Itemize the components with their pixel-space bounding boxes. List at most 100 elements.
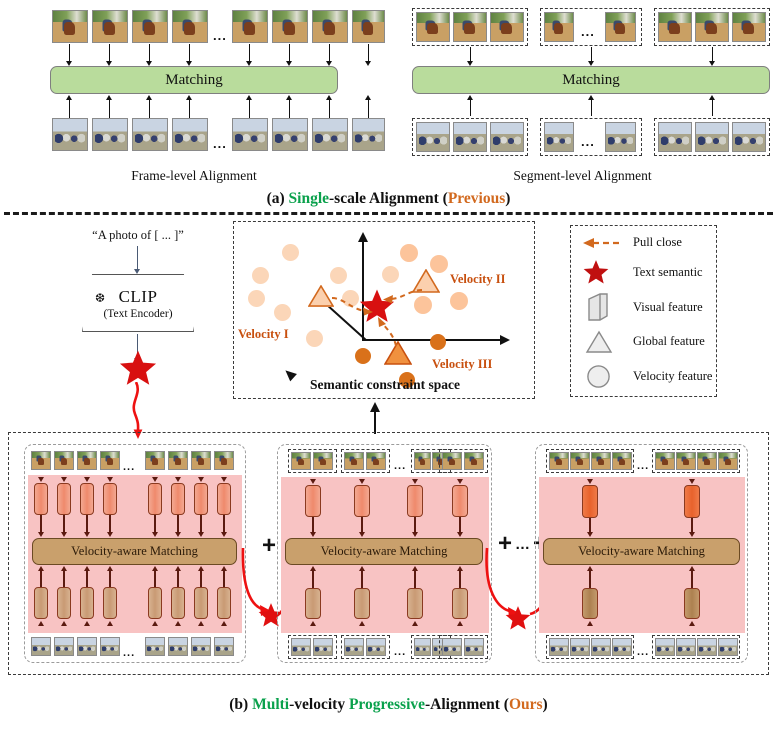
global-feature-triangle — [308, 285, 334, 307]
video-frame — [214, 451, 234, 470]
panel-b-caption-prefix: (b) — [229, 696, 253, 713]
panel-divider — [4, 212, 773, 215]
segment-box — [546, 449, 634, 473]
arrows-top-to-matching — [0, 0, 388, 205]
velocity-block-1: ... — [24, 444, 246, 663]
frame-ellipsis: ... — [637, 460, 650, 472]
segment-strip-top: ... — [388, 0, 777, 50]
video-frame — [291, 638, 311, 656]
global-feature-triangle-outline — [411, 268, 441, 293]
video-frame — [344, 452, 364, 470]
visual-feature-bar — [217, 587, 231, 619]
visual-feature-bar — [148, 587, 162, 619]
legend-label-global-feature: Global feature — [633, 334, 705, 348]
visual-feature-bar — [217, 483, 231, 515]
video-frame — [232, 118, 268, 151]
video-frame — [52, 10, 88, 43]
block1-frame-strip-bottom: ... — [25, 635, 247, 663]
panel-a-caption-prefix: (a) — [266, 190, 289, 207]
frame-ellipsis: ... — [394, 646, 407, 658]
velocity-feature-dot — [342, 290, 359, 307]
visual-feature-bar — [34, 483, 48, 515]
block2-bottom-features — [278, 445, 493, 664]
video-frame — [414, 638, 431, 656]
semantic-constraint-space: Velocity I Velocity II Velocity III Sema… — [233, 221, 535, 399]
blocks-to-space-arrow — [368, 402, 382, 434]
segment-box — [439, 449, 488, 473]
video-frame — [100, 637, 120, 656]
pull-close-icon — [583, 238, 621, 248]
segment-box — [654, 8, 770, 46]
frame-level-alignment-group: ... Matching — [0, 0, 388, 205]
blocks-container — [8, 432, 769, 675]
visual-feature-bar — [452, 485, 468, 517]
velocity-feature-dot — [414, 296, 432, 314]
frame-ellipsis: ... — [213, 136, 227, 151]
video-frame — [612, 638, 632, 656]
visual-feature-bar — [194, 587, 208, 619]
prompt-to-clip-arrow — [137, 246, 139, 271]
velocity-aware-matching-label: Velocity-aware Matching — [320, 544, 448, 558]
video-frame — [232, 10, 268, 43]
block1-frame-strip-top: ... — [25, 445, 247, 475]
block3-top-features — [536, 445, 749, 664]
segment-box — [341, 635, 390, 659]
segment-box — [546, 635, 634, 659]
panel-a-single-scale-alignment: ... Matching — [0, 0, 777, 207]
video-frame — [544, 12, 574, 42]
visual-feature-bar — [171, 483, 185, 515]
star-to-blocks-flow-arrow — [132, 382, 143, 439]
block3-segment-strip-bottom: ... — [536, 633, 749, 663]
velocity-feature-dot — [450, 292, 468, 310]
video-frame — [31, 637, 51, 656]
velocity-feature-dot — [430, 255, 448, 273]
block3-bottom-features — [536, 445, 749, 664]
star-icon — [583, 259, 609, 290]
video-frame — [442, 638, 462, 656]
video-frame — [416, 122, 450, 152]
video-frame — [695, 122, 729, 152]
video-frame — [31, 451, 51, 470]
frame-level-alignment-label: Frame-level Alignment — [131, 168, 257, 183]
velocity-block-2: ... Velocity-aw — [277, 444, 492, 663]
progressive-star-2 — [505, 605, 531, 631]
axis-vertical-arrowhead — [357, 232, 368, 242]
video-frame — [291, 452, 311, 470]
panel-b-caption-mid-1: -velocity — [289, 696, 349, 713]
segment-box — [341, 449, 390, 473]
matching-label: Matching — [165, 71, 223, 88]
frame-ellipsis: ... — [394, 460, 407, 472]
text-semantic-star-center — [359, 288, 395, 324]
clip-subtitle: (Text Encoder) — [103, 307, 173, 320]
video-frame — [52, 118, 88, 151]
video-frame — [695, 12, 729, 42]
segment-box: ... — [540, 118, 642, 156]
video-frame — [312, 118, 348, 151]
segment-box — [652, 635, 740, 659]
video-frame — [92, 118, 128, 151]
video-frame — [313, 452, 333, 470]
matching-label: Matching — [562, 71, 620, 88]
video-frame — [490, 122, 524, 152]
visual-feature-bar — [194, 483, 208, 515]
video-frame — [145, 451, 165, 470]
segment-box — [288, 635, 337, 659]
visual-feature-bar — [34, 587, 48, 619]
legend-label-visual-feature: Visual feature — [633, 300, 703, 314]
video-frame — [132, 10, 168, 43]
block2-segment-strip-bottom: ... — [278, 633, 493, 663]
panel-b-caption-mid-2: -Alignment ( — [425, 696, 509, 713]
video-frame — [416, 12, 450, 42]
video-frame — [655, 452, 675, 470]
video-frame — [214, 637, 234, 656]
visual-feature-bar — [171, 587, 185, 619]
panel-b-caption: (b) Multi-velocity Progressive-Alignment… — [0, 696, 777, 714]
clip-to-star-arrow — [137, 334, 139, 360]
segment-box: ... — [540, 8, 642, 46]
velocity-block-3: ... Velocity-aware Matching — [535, 444, 748, 663]
video-frame — [100, 451, 120, 470]
arrows-segments-to-matching-top — [388, 0, 777, 205]
video-frame — [168, 637, 188, 656]
visual-feature-bar — [305, 588, 321, 619]
video-frame — [676, 638, 696, 656]
